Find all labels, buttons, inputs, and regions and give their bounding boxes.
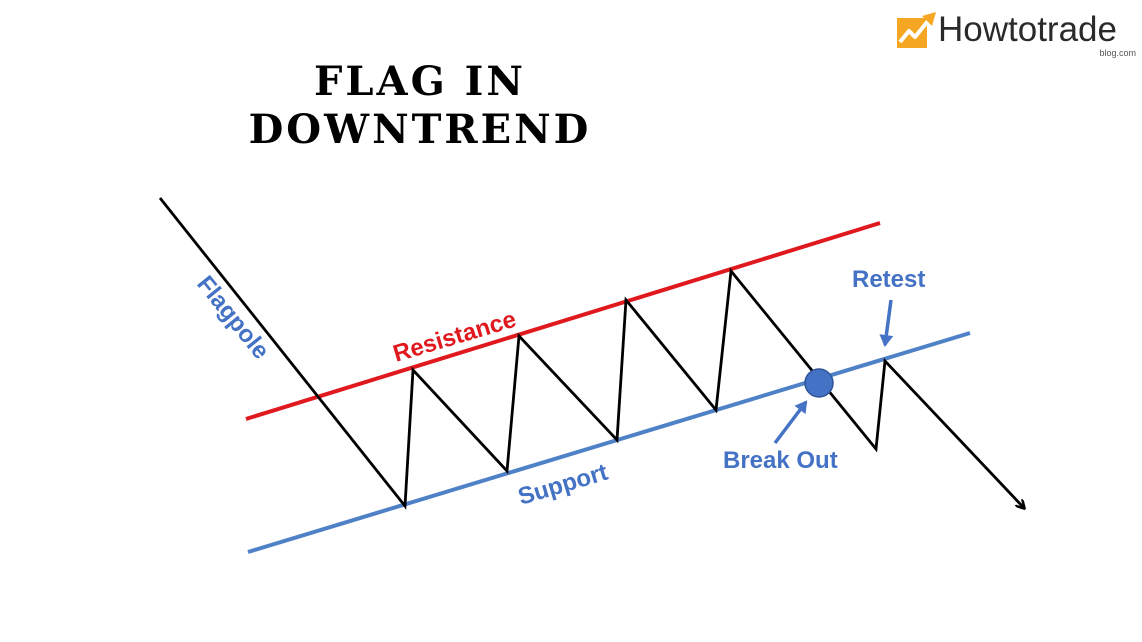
break-out-label: Break Out: [723, 447, 838, 474]
retest-label: Retest: [852, 266, 925, 293]
title-line-1: FLAG IN: [314, 58, 526, 105]
breakout-point: [804, 368, 834, 398]
logo-subtext: blog.com: [1099, 48, 1136, 58]
title-line-2: DOWNTREND: [248, 106, 592, 153]
support-line: [247, 331, 971, 554]
breakout-arrow: [773, 400, 808, 445]
logo-wordmark: Howtotrade: [938, 10, 1117, 49]
retest-arrow: [879, 299, 894, 347]
flagpole-label: Flagpole: [191, 271, 274, 365]
diagram-title: FLAG IN DOWNTREND: [225, 58, 615, 154]
resistance-label: Resistance: [390, 306, 519, 368]
resistance-line: [245, 221, 881, 421]
howtotrade-logo: Howtotrade blog.com: [896, 8, 1142, 60]
price-path: [158, 197, 1024, 508]
chart-arrow-icon: [897, 12, 936, 48]
